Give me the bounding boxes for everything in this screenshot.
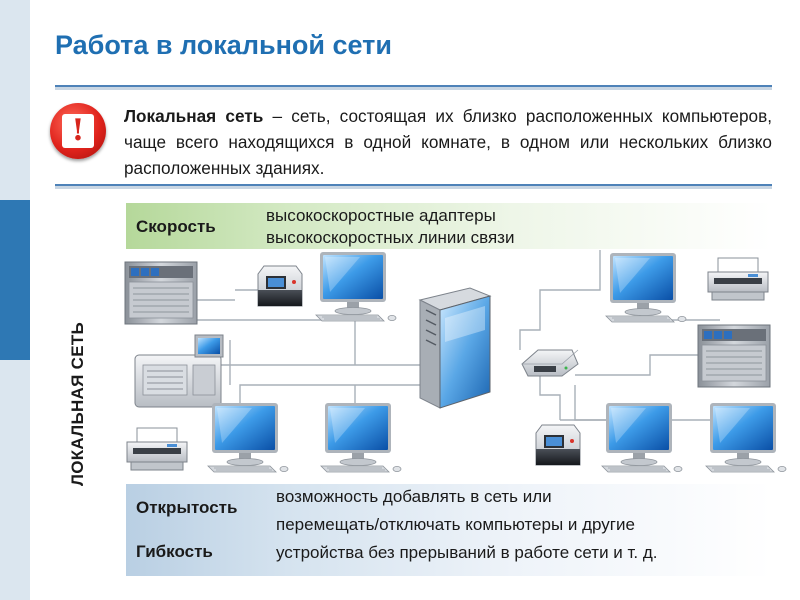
monitor-icon <box>315 251 397 322</box>
printer-icon <box>707 257 769 301</box>
exclamation-glyph: ! <box>62 114 94 148</box>
top-divider-shadow <box>55 87 772 90</box>
monitor-icon <box>207 402 289 473</box>
speed-label: Скорость <box>136 217 216 236</box>
speed-line-2: высокоскоростных линии связи <box>266 228 515 247</box>
exclamation-icon: ! <box>50 103 106 159</box>
server-icon <box>418 287 492 409</box>
page-title: Работа в локальной сети <box>55 30 392 60</box>
openness-label: Открытость <box>136 498 238 517</box>
side-bar-accent <box>0 200 30 360</box>
mid-divider <box>55 184 772 186</box>
terminal-icon <box>134 334 224 408</box>
speed-row: Скорость высокоскоростные адаптеры высок… <box>126 203 772 249</box>
printer-icon <box>535 424 581 466</box>
definition-text: – сеть, состоящая их близко расположенны… <box>124 106 773 178</box>
mid-divider-shadow <box>55 186 772 189</box>
hub-icon <box>521 349 579 377</box>
flexibility-label: Гибкость <box>136 542 213 561</box>
monitor-icon <box>605 252 687 323</box>
printer-icon <box>126 427 188 471</box>
openness-line-2: перемещать/отключать компьютеры и другие <box>276 515 635 534</box>
mainframe-icon <box>697 324 771 388</box>
openness-line-1: возможность добавлять в сеть или <box>276 487 552 506</box>
printer-icon <box>257 265 303 307</box>
monitor-icon <box>601 402 683 473</box>
speed-line-1: высокоскоростные адаптеры <box>266 206 496 225</box>
definition: Локальная сеть – сеть, состоящая их близ… <box>124 103 772 181</box>
monitor-icon <box>320 402 402 473</box>
openness-line-3: устройства без прерываний в работе сети … <box>276 543 658 562</box>
monitor-icon <box>705 402 787 473</box>
top-divider <box>55 85 772 87</box>
definition-term: Локальная сеть <box>124 106 264 126</box>
openness-row: Открытость Гибкость возможность добавлят… <box>126 484 772 576</box>
mainframe-icon <box>124 261 198 325</box>
